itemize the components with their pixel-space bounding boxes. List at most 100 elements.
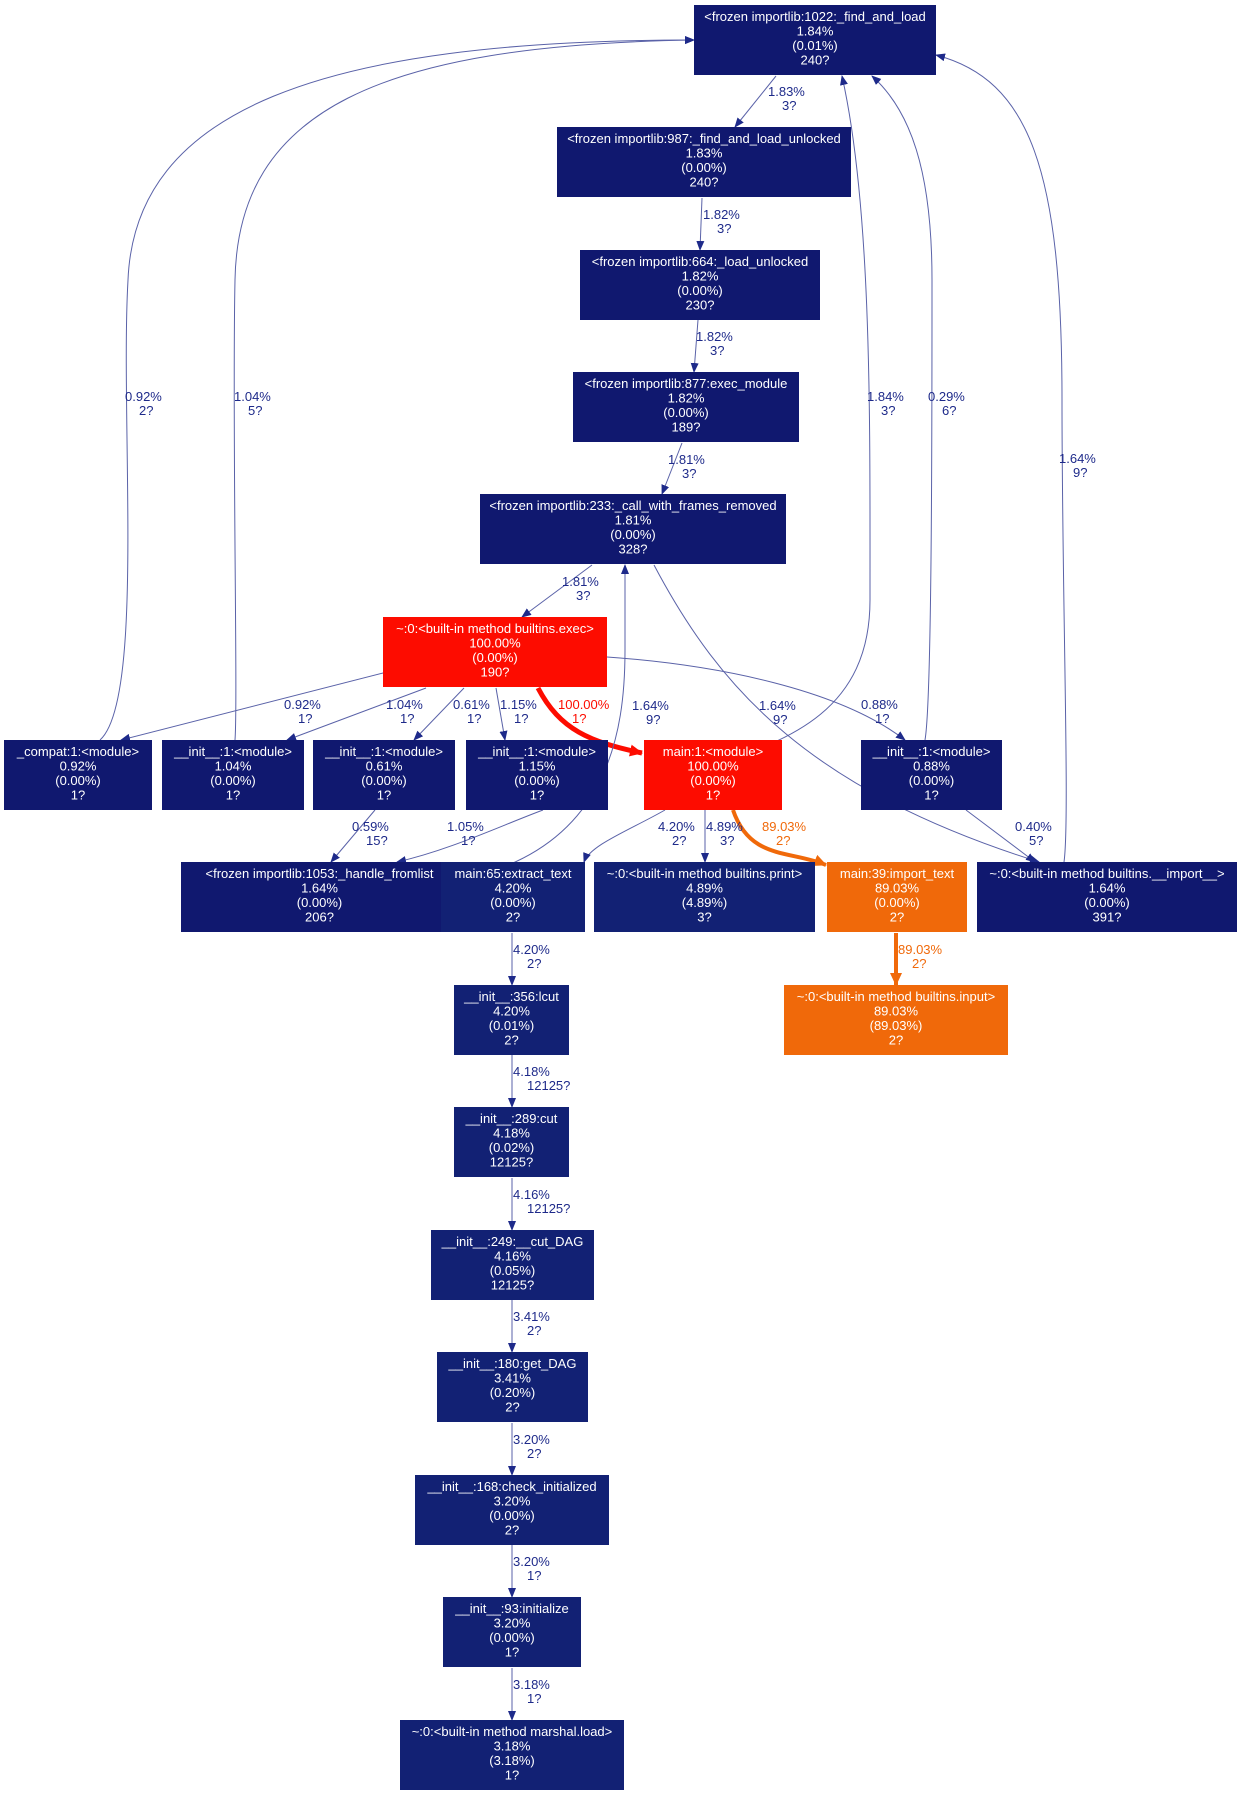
edge-label-main-to-n1022: 1.84%3? [867, 389, 904, 418]
edge-init1b-to-n1053 [330, 809, 376, 863]
edge-label-line: 2? [776, 833, 790, 848]
node-label-line: 1.64% [301, 881, 338, 896]
edge-label-line: 0.61% [453, 697, 490, 712]
edge-label-line: 2? [139, 403, 153, 418]
node-label-line: 240? [690, 175, 719, 190]
node-box [861, 740, 1002, 810]
edge-label-line: 4.18% [513, 1064, 550, 1079]
node-init1c: __init__:1:<module>1.15%(0.00%)1? [466, 740, 608, 810]
edge-label-line: 1? [527, 1568, 541, 1583]
node-label: main:1:<module>100.00%(0.00%)1? [663, 744, 763, 803]
edge-label-init1d-to-import_bi: 0.40%5? [1015, 819, 1052, 848]
edge-label-checkinit-to-initialize: 3.20%1? [513, 1554, 550, 1583]
edge-label-main-to-print: 4.89%3? [706, 819, 743, 848]
node-label-line: 206? [305, 910, 334, 925]
node-box [466, 740, 608, 810]
node-n233: <frozen importlib:233:_call_with_frames_… [480, 494, 786, 564]
node-label-line: 2? [890, 910, 904, 925]
edge-n1053-to-n233 [457, 564, 630, 881]
edge-label-main-to-import_text: 89.03%2? [762, 819, 807, 848]
edge-exec-to-compat [120, 672, 384, 742]
node-box [784, 985, 1008, 1055]
node-label-line: (0.00%) [690, 773, 736, 788]
edge-label-line: 0.29% [928, 389, 965, 404]
edge-label-line: 1.64% [1059, 451, 1096, 466]
node-label-line: (0.00%) [489, 1630, 535, 1645]
edge-main-to-n1022 [712, 75, 871, 766]
node-print: ~:0:<built-in method builtins.print>4.89… [594, 862, 815, 932]
edge-labels-layer: 1.83%3?1.82%3?1.82%3?1.81%3?1.81%3?0.92%… [125, 84, 1096, 1706]
edge-label-cutdag-to-getdag: 3.41%2? [513, 1309, 550, 1338]
node-label-line: (0.00%) [909, 773, 955, 788]
edge-label-exec-to-init1b: 0.61%1? [453, 697, 490, 726]
node-label-line: 100.00% [687, 759, 739, 774]
edge-label-exec-to-compat: 0.92%1? [284, 697, 321, 726]
edge-label-line: 0.40% [1015, 819, 1052, 834]
edge-label-line: 0.92% [125, 389, 162, 404]
node-label-line: (0.20%) [490, 1385, 536, 1400]
node-box [573, 372, 799, 442]
edge-label-line: 3? [720, 833, 734, 848]
node-label-line: <frozen importlib:877:exec_module [585, 376, 788, 391]
edge-label-getdag-to-checkinit: 3.20%2? [513, 1432, 550, 1461]
edge-label-n233-to-import_bi: 1.64%9? [759, 698, 796, 727]
edge-label-line: 1? [514, 711, 528, 726]
edge-exec-to-init1d [606, 656, 906, 741]
edge-label-line: 3.20% [513, 1554, 550, 1569]
node-label: ~:0:<built-in method builtins.input>89.0… [797, 989, 995, 1048]
node-init1a: __init__:1:<module>1.04%(0.00%)1? [162, 740, 304, 810]
node-label: <frozen importlib:987:_find_and_load_unl… [567, 131, 841, 190]
edge-label-line: 9? [773, 712, 787, 727]
node-label-line: 1.84% [797, 24, 834, 39]
node-label: __init__:1:<module>1.15%(0.00%)1? [477, 744, 596, 803]
edge-label-line: 2? [527, 1323, 541, 1338]
edge-label-line: 1? [461, 833, 475, 848]
edge-label-line: 1.82% [703, 207, 740, 222]
edge-exec-to-main [535, 686, 643, 757]
edge-label-line: 3? [717, 221, 731, 236]
node-label-line: ~:0:<built-in method builtins.__import__… [989, 866, 1224, 881]
node-label-line: 391? [1093, 910, 1122, 925]
edge-label-line: 100.00% [558, 697, 610, 712]
edge-label-line: 4.20% [513, 942, 550, 957]
node-label-line: (0.00%) [55, 773, 101, 788]
edge-label-line: 0.92% [284, 697, 321, 712]
node-label-line: __init__:1:<module> [872, 744, 991, 759]
node-init1d: __init__:1:<module>0.88%(0.00%)1? [861, 740, 1002, 810]
node-label-line: 189? [672, 420, 701, 435]
node-label-line: (0.00%) [677, 283, 723, 298]
node-label-line: 0.92% [60, 759, 97, 774]
node-label: __init__:1:<module>0.88%(0.00%)1? [872, 744, 991, 803]
edge-label-line: 4.16% [513, 1187, 550, 1202]
edge-label-line: 12125? [527, 1201, 570, 1216]
edge-label-line: 3.41% [513, 1309, 550, 1324]
edge-exec-to-init1b [413, 687, 465, 741]
edge-label-line: 1.82% [696, 329, 733, 344]
edge-label-compat-to-n1022: 0.92%2? [125, 389, 162, 418]
node-label-line: (0.00%) [1084, 895, 1130, 910]
node-label-line: 328? [619, 542, 648, 557]
node-label-line: 3.41% [494, 1371, 531, 1386]
edge-label-lcut-to-cut: 4.18%12125? [513, 1064, 570, 1093]
edge-label-line: 1.04% [386, 697, 423, 712]
node-box [644, 740, 782, 810]
edge-label-line: 3? [682, 466, 696, 481]
node-label-line: 3? [697, 910, 711, 925]
edge-label-n1022-to-n987: 1.83%3? [768, 84, 805, 113]
edge-label-line: 1? [298, 711, 312, 726]
node-label-line: 1.15% [519, 759, 556, 774]
node-box [415, 1475, 609, 1545]
node-label-line: <frozen importlib:664:_load_unlocked [592, 254, 808, 269]
node-label-line: main:1:<module> [663, 744, 763, 759]
